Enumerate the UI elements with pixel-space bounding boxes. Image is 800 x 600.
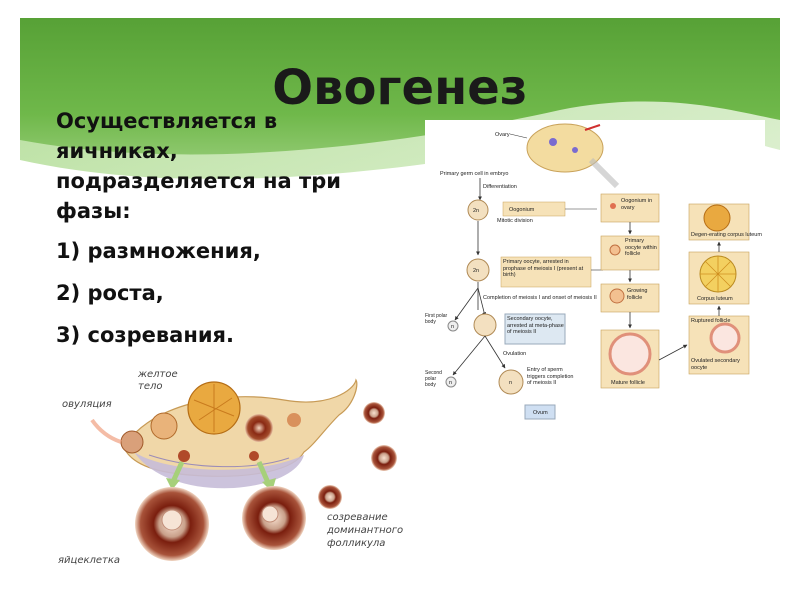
lbl-primary-germ: Primary germ cell in embryo bbox=[440, 171, 508, 177]
body-text: Осуществляется в яичниках, подразделяетс… bbox=[56, 106, 376, 362]
lbl-oogonium: Oogonium bbox=[509, 207, 535, 213]
svg-text:n: n bbox=[509, 380, 512, 386]
label-egg: яйцеклетка bbox=[58, 555, 121, 566]
phase-2: 2) роста, bbox=[56, 281, 164, 305]
label-ovulation: овуляция bbox=[62, 399, 112, 410]
follicle-small-2 bbox=[371, 445, 397, 471]
corpus-luteum-panels: Degen-erating corpus luteum Corpus luteu… bbox=[688, 203, 762, 375]
ovulation-egg bbox=[120, 430, 144, 454]
svg-text:2n: 2n bbox=[473, 208, 479, 214]
svg-text:Corpus luteum: Corpus luteum bbox=[697, 296, 733, 302]
svg-text:Degen-erating corpus luteum: Degen-erating corpus luteum bbox=[691, 232, 762, 238]
label-corpus-luteum: желтое тело bbox=[138, 369, 178, 392]
phase-1: 1) размножения, bbox=[56, 239, 261, 263]
phase-3: 3) созревания. bbox=[56, 323, 235, 347]
follicle-small-3 bbox=[318, 485, 342, 509]
svg-text:2n: 2n bbox=[473, 268, 479, 274]
lbl-mitotic: Mitotic division bbox=[497, 218, 533, 224]
ovary-top bbox=[526, 123, 604, 173]
lbl-ovum: Ovum bbox=[533, 410, 548, 416]
ovary-illustration bbox=[90, 378, 397, 561]
intro-text: Осуществляется в яичниках, подразделяетс… bbox=[56, 109, 341, 223]
cell-oogonium bbox=[467, 199, 489, 221]
follicle-panels: Oogonium in ovary Primary oocyte within … bbox=[600, 193, 688, 389]
lbl-differentiation: Differentiation bbox=[483, 184, 517, 190]
lbl-ovulation: Ovulation bbox=[503, 351, 526, 357]
svg-text:n: n bbox=[449, 380, 452, 386]
lbl-ovary: Ovary bbox=[495, 132, 510, 138]
slide-title: Овогенез bbox=[272, 60, 528, 116]
oogenesis-diagram: Ovary Primary germ cell in embryo Differ… bbox=[425, 120, 765, 425]
svg-text:Mature follicle: Mature follicle bbox=[611, 380, 645, 386]
follicle-small-1 bbox=[363, 402, 385, 424]
cell-secondary-oocyte bbox=[473, 313, 497, 337]
svg-text:n: n bbox=[451, 324, 454, 330]
lbl-completion: Completion of meiosis I and onset of mei… bbox=[483, 295, 597, 301]
cell-primary-oocyte bbox=[466, 258, 490, 282]
label-dominant-follicle: созревание доминантного фолликула bbox=[327, 512, 404, 549]
cell-ovum bbox=[498, 369, 524, 395]
svg-text:Ruptured follicle: Ruptured follicle bbox=[691, 318, 730, 324]
